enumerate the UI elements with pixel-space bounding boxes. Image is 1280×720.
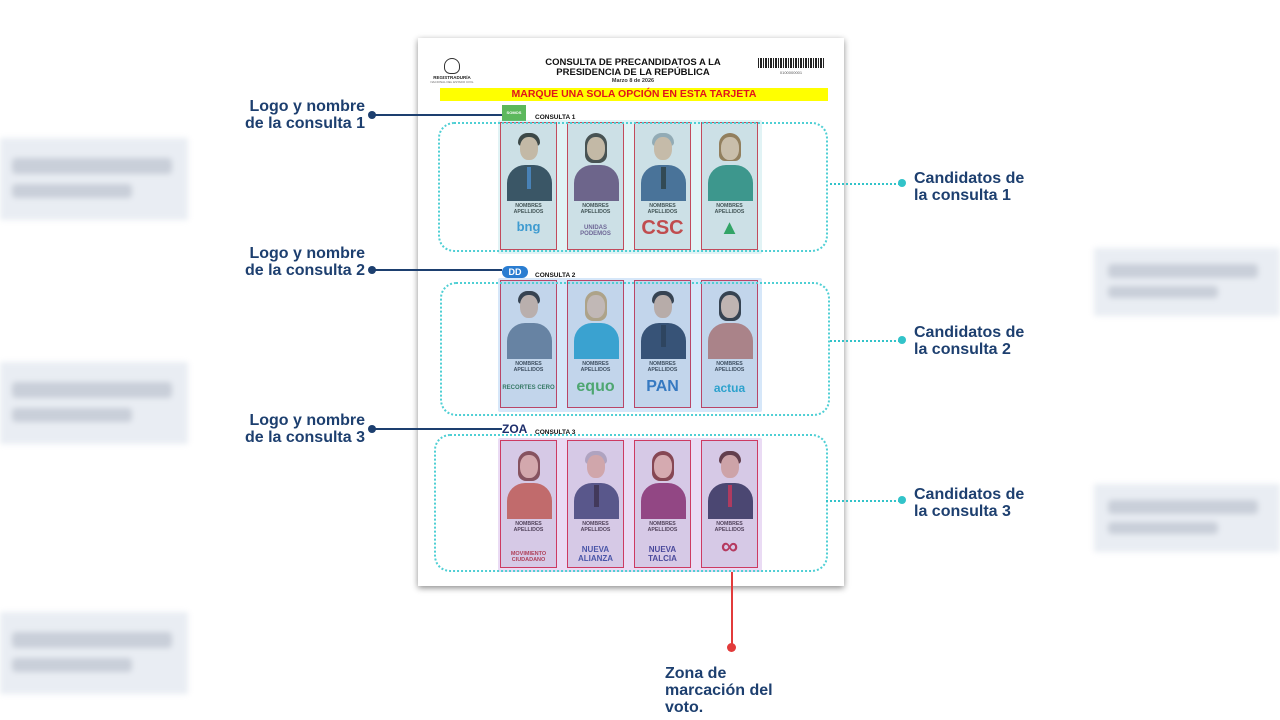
connector-dotted-3 <box>826 500 900 502</box>
connector-dot-right-3 <box>898 496 906 504</box>
vote-zone-dot <box>727 643 736 652</box>
candidate-avatar <box>635 441 690 519</box>
connector-dotted-2 <box>830 340 900 342</box>
party-logo: MOVIMIENTO CIUDADANO <box>510 551 547 563</box>
blurred-background-left-2 <box>0 362 188 444</box>
blurred-background-right-2 <box>1094 484 1280 552</box>
candidate-avatar <box>702 281 757 359</box>
consulta-3-zone <box>434 434 828 572</box>
connector-dot-1 <box>368 111 376 119</box>
candidate-avatar <box>568 281 623 359</box>
connector-dotted-1 <box>830 183 900 185</box>
candidate-avatar <box>702 441 757 519</box>
party-logo: PAN <box>646 378 679 395</box>
connector-dot-right-2 <box>898 336 906 344</box>
party-logo: equo <box>576 378 615 395</box>
consulta-1-overlay <box>498 120 762 254</box>
party-logo: bng <box>516 219 541 234</box>
consulta-1-label: CONSULTA 1 <box>535 114 576 121</box>
consulta-2-overlay <box>498 278 762 412</box>
connector-line-1 <box>372 114 502 116</box>
barcode-number: 0100000001 <box>779 70 803 75</box>
connector-line-2 <box>372 269 502 271</box>
consulta-3-label: CONSULTA 3 <box>535 429 576 436</box>
party-logo: NUEVA TALCIA <box>648 545 677 563</box>
blurred-background-right-1 <box>1094 248 1280 316</box>
blurred-background-left-1 <box>0 138 188 220</box>
ballot-title-line1: CONSULTA DE PRECANDIDATOS A LA <box>545 57 721 68</box>
blurred-background-left-3 <box>0 612 188 694</box>
seal-subtext: NACIONAL DEL ESTADO CIVIL <box>430 80 474 84</box>
vote-zone-line <box>731 572 733 646</box>
candidate-avatar <box>501 123 556 201</box>
candidate-avatar <box>702 123 757 201</box>
consulta-3-overlay <box>498 438 762 572</box>
ballot-date: Marzo 8 de 2026 <box>611 78 655 84</box>
consulta-3-logo: ZOA <box>502 422 528 436</box>
ballot-title: CONSULTA DE PRECANDIDATOS A LA PRESIDENC… <box>523 58 743 78</box>
seal-text: REGISTRADURÍA <box>433 75 471 80</box>
candidate-avatar <box>568 123 623 201</box>
registraduria-seal: REGISTRADURÍA NACIONAL DEL ESTADO CIVIL <box>430 58 474 88</box>
ballot-title-line2: PRESIDENCIA DE LA REPÚBLICA <box>556 67 710 78</box>
candidate-avatar <box>501 441 556 519</box>
barcode <box>758 58 824 68</box>
connector-dot-2 <box>368 266 376 274</box>
party-logo: ▲ <box>719 217 740 239</box>
candidate-avatar <box>568 441 623 519</box>
connector-dot-3 <box>368 425 376 433</box>
connector-dot-right-1 <box>898 179 906 187</box>
party-logo: UNIDAS PODEMOS <box>580 225 611 237</box>
connector-line-3 <box>372 428 502 430</box>
consulta-1-logo: SOMOS <box>502 105 526 121</box>
coat-of-arms-icon <box>444 58 460 74</box>
consulta-1-zone <box>438 122 828 252</box>
instruction-banner: MARQUE UNA SOLA OPCIÓN EN ESTA TARJETA <box>440 88 828 101</box>
consulta-2-zone <box>440 282 830 416</box>
candidate-avatar <box>635 281 690 359</box>
party-logo: RECORTES CERO <box>502 385 555 391</box>
ballot-card: REGISTRADURÍA NACIONAL DEL ESTADO CIVIL … <box>418 38 844 586</box>
consulta-2-logo: DD <box>502 266 528 278</box>
party-logo: NUEVA ALIANZA <box>577 545 614 563</box>
party-logo: CSC <box>641 217 684 239</box>
party-logo: actua <box>713 381 746 395</box>
candidate-avatar <box>635 123 690 201</box>
party-logo: ∞ <box>720 533 739 560</box>
candidate-avatar <box>501 281 556 359</box>
consulta-2-label: CONSULTA 2 <box>535 272 576 279</box>
